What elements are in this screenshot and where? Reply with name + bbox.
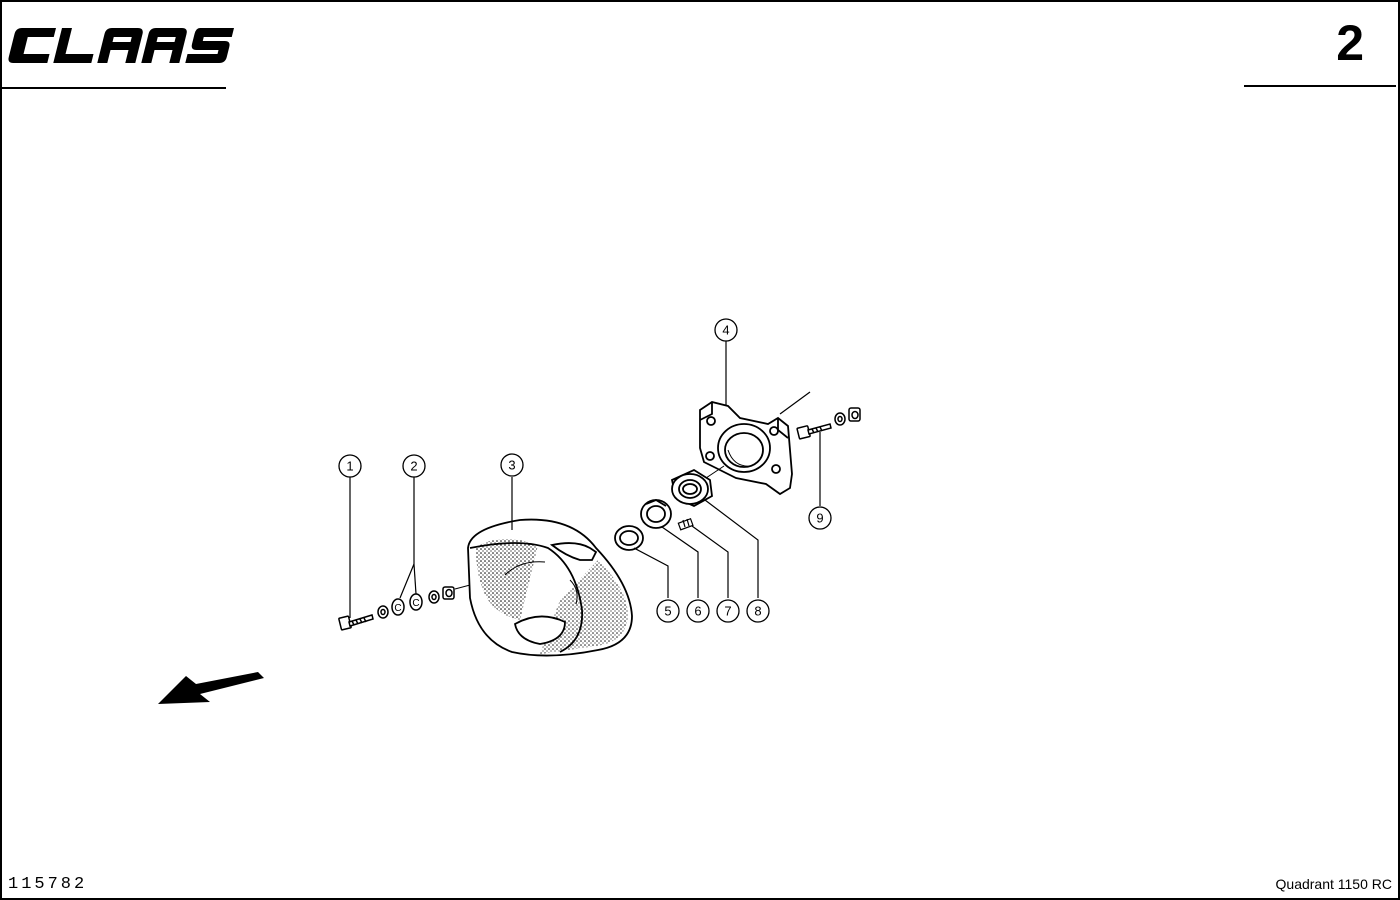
callout-label: 2 [410, 459, 417, 474]
part-bearing-housing [699, 401, 793, 496]
callout-1: 1 [338, 454, 362, 478]
callout-6: 6 [686, 599, 710, 623]
callout-label: 1 [346, 459, 353, 474]
part-bearing-insert [670, 468, 713, 508]
callout-8: 8 [746, 599, 770, 623]
callout-label: 4 [722, 323, 729, 338]
part-collar [640, 498, 672, 529]
callout-3: 3 [500, 453, 524, 477]
part-bolt-right [796, 407, 861, 440]
callout-2: 2 [402, 454, 426, 478]
part-drum [467, 518, 633, 657]
part-seal-ring [614, 525, 644, 551]
callout-label: 5 [664, 604, 671, 619]
callout-7: 7 [716, 599, 740, 623]
drawing-id: 115782 [8, 875, 88, 894]
callout-label: 6 [694, 604, 701, 619]
part-bolt [338, 614, 374, 631]
arrow-left-down-icon [158, 672, 264, 704]
claas-logo [8, 28, 234, 63]
page-number: 2 [1336, 15, 1364, 71]
callout-4: 4 [714, 318, 738, 342]
part-set-screw [677, 518, 694, 531]
callout-label: 8 [754, 604, 761, 619]
svg-text:C: C [412, 598, 419, 609]
model-name: Quadrant 1150 RC [1275, 876, 1392, 892]
callout-label: 7 [724, 604, 731, 619]
callout-label: 3 [508, 458, 515, 473]
callout-5: 5 [656, 599, 680, 623]
svg-text:C: C [394, 603, 401, 614]
part-washers: C C [377, 586, 455, 619]
callout-label: 9 [816, 511, 823, 526]
leader-lines [349, 341, 821, 618]
callout-9: 9 [808, 506, 832, 530]
assembly-axis-2 [705, 465, 725, 479]
